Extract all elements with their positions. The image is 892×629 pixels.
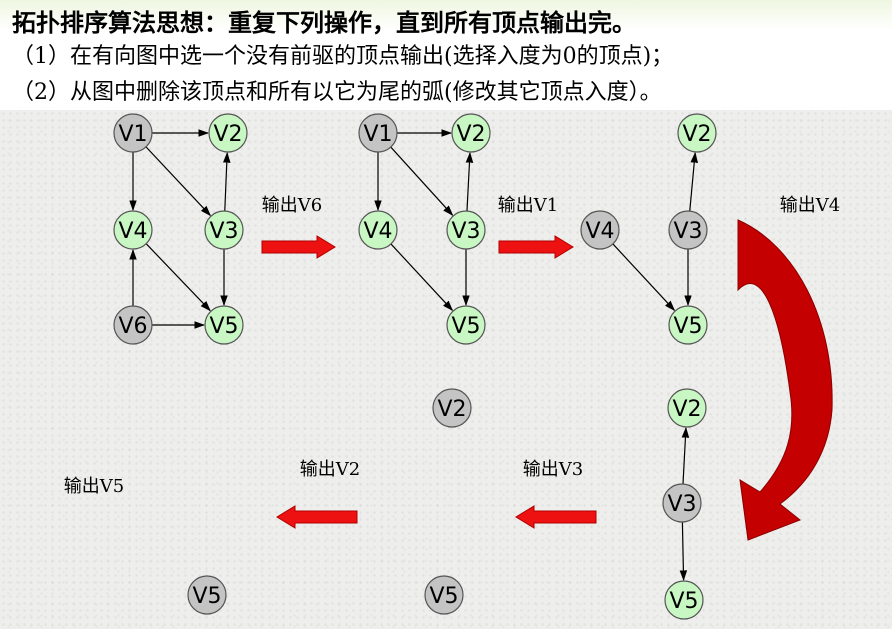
slide-text-block: 拓扑排序算法思想：重复下列操作，直到所有顶点输出完。 （1）在有向图中选一个没有…	[0, 0, 892, 110]
vertex-circle	[451, 113, 491, 153]
vertex-circle	[668, 305, 708, 345]
edge-v1-v3	[145, 146, 212, 217]
output-caption-3: 输出V4	[780, 195, 840, 216]
vertex-label: V3	[667, 492, 696, 517]
vertex-label: V1	[363, 122, 392, 147]
vertex-circle	[358, 113, 398, 153]
vertex-label: V2	[456, 122, 485, 147]
vertex-v5: V5	[446, 305, 486, 345]
vertex-label: V4	[585, 219, 614, 244]
vertex-circle	[446, 210, 486, 250]
vertex-label: V2	[682, 122, 711, 147]
vertex-circle	[432, 388, 472, 428]
vertex-v6: V6	[113, 305, 153, 345]
edge-v1-v3	[390, 146, 454, 216]
edge-v3-v2	[465, 151, 474, 212]
vertex-circle	[677, 113, 717, 153]
vertex-v3: V3	[204, 210, 244, 250]
graph-step-7: V5 输出V5	[64, 476, 464, 615]
vertex-v4: V4	[358, 210, 398, 250]
vertex-v1: V1	[113, 113, 153, 153]
vertex-v3: V3	[662, 483, 702, 523]
vertex-circle	[204, 305, 244, 345]
vertex-v4: V4	[113, 210, 153, 250]
vertex-label: V5	[192, 584, 221, 609]
vertex-label: V3	[209, 219, 238, 244]
vertex-circle	[358, 210, 398, 250]
vertex-circle	[424, 575, 464, 615]
top-decoration	[0, 0, 892, 30]
vertex-label: V4	[118, 219, 147, 244]
slide-title: 拓扑排序算法思想：重复下列操作，直到所有顶点输出完。	[12, 8, 636, 37]
step-arrow-1	[261, 235, 336, 259]
vertex-circle	[446, 305, 486, 345]
edge-v3-v2	[689, 151, 699, 212]
vertex-v4: V4	[580, 210, 620, 250]
output-caption-4: 输出V3	[523, 459, 583, 480]
edge-v3-v5	[679, 521, 688, 582]
step-arrow-4	[515, 505, 597, 529]
vertex-label: V2	[213, 122, 242, 147]
vertex-circle	[113, 305, 153, 345]
vertex-v2: V2	[667, 388, 707, 428]
vertex-v5: V5	[664, 580, 704, 620]
step-two-text: （2）从图中删除该顶点和所有以它为尾的弧(修改其它顶点入度）。	[12, 80, 662, 105]
graph-step-6: V5	[187, 575, 227, 615]
edge-v4-v5	[390, 243, 454, 312]
vertex-v2: V2	[451, 113, 491, 153]
vertex-circle	[662, 483, 702, 523]
step-arrow-5	[276, 505, 358, 529]
big-curved-arrow	[737, 219, 833, 541]
edge-v4-v5	[145, 243, 211, 312]
vertex-v5: V5	[424, 575, 464, 615]
vertex-label: V5	[669, 589, 698, 614]
vertex-v2: V2	[208, 113, 248, 153]
vertex-label: V5	[673, 314, 702, 339]
vertex-v2: V2	[677, 113, 717, 153]
vertex-label: V5	[209, 314, 238, 339]
vertex-circle	[667, 388, 707, 428]
vertex-circle	[113, 210, 153, 250]
vertex-circle	[664, 580, 704, 620]
output-caption-5: 输出V2	[300, 459, 360, 480]
vertex-circle	[208, 113, 248, 153]
output-caption-2: 输出V1	[498, 195, 558, 216]
vertex-circle	[204, 210, 244, 250]
vertex-circle	[187, 575, 227, 615]
step-arrow-2	[498, 235, 574, 259]
vertex-label: V2	[437, 397, 466, 422]
vertex-v5: V5	[187, 575, 227, 615]
vertex-v5: V5	[668, 305, 708, 345]
vertex-label: V3	[451, 219, 480, 244]
vertex-circle	[580, 210, 620, 250]
vertex-v1: V1	[358, 113, 398, 153]
vertex-v5: V5	[204, 305, 244, 345]
vertex-label: V5	[429, 584, 458, 609]
vertex-v3: V3	[446, 210, 486, 250]
step-one-text: （1）在有向图中选一个没有前驱的顶点输出(选择入度为0的顶点)；	[12, 44, 674, 69]
vertex-v3: V3	[668, 210, 708, 250]
vertex-label: V3	[673, 219, 702, 244]
output-caption-7: 输出V5	[64, 476, 124, 497]
vertex-v2: V2	[432, 388, 472, 428]
graph-step-5: V2 输出V2	[300, 388, 472, 480]
edge-v3-v2	[222, 151, 231, 212]
vertex-label: V4	[363, 219, 392, 244]
edge-v3-v2	[681, 426, 690, 485]
vertex-label: V2	[672, 397, 701, 422]
vertex-circle	[668, 210, 708, 250]
edge-v4-v5	[612, 243, 676, 312]
vertex-label: V1	[118, 122, 147, 147]
vertex-circle	[113, 113, 153, 153]
vertex-label: V6	[118, 314, 147, 339]
vertex-label: V5	[451, 314, 480, 339]
output-caption-1: 输出V6	[262, 195, 322, 216]
